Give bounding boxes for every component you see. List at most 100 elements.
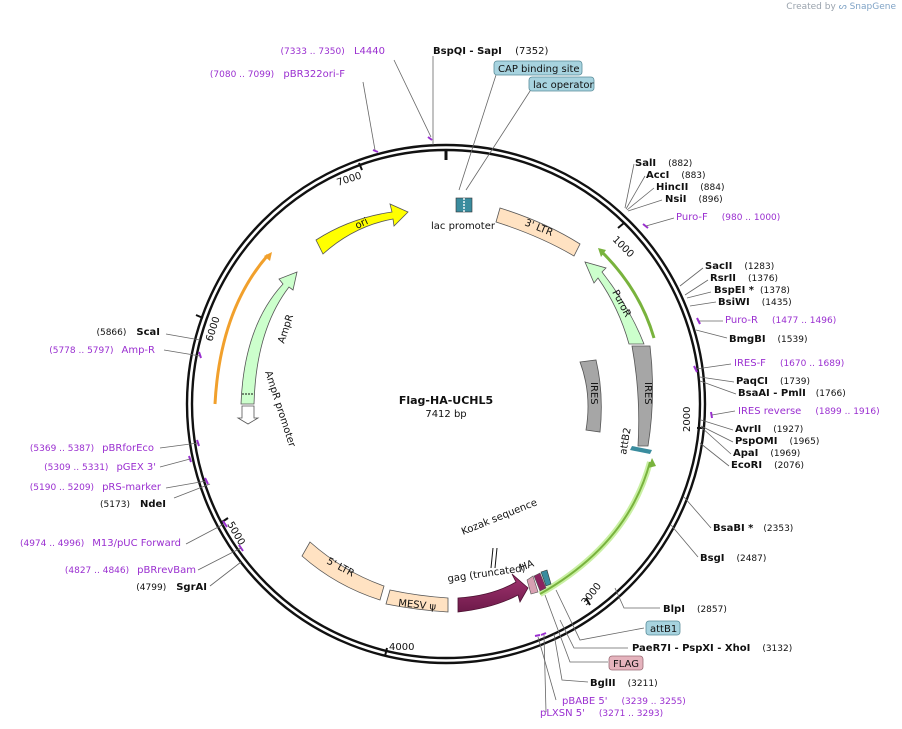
site-paqci: PaqCI(1739) bbox=[736, 376, 810, 387]
leader-cap bbox=[458, 74, 497, 191]
feature-5ltr[interactable] bbox=[301, 541, 385, 601]
primer-pgex3-range: (5309 .. 5331) bbox=[44, 463, 108, 473]
primer-puro-r: Puro-R(1477 .. 1496) bbox=[725, 315, 836, 326]
feature-ampr-promoter[interactable] bbox=[236, 405, 260, 425]
feature-mesv[interactable] bbox=[385, 589, 449, 613]
primer-pgex3-name: pGEX 3' bbox=[116, 462, 156, 473]
tick-label-4000: 4000 bbox=[389, 642, 414, 653]
site-bsiwi: BsiWI(1435) bbox=[718, 297, 792, 308]
site-avrii: AvrII(1927) bbox=[735, 424, 803, 435]
backbone-outer bbox=[185, 143, 707, 665]
feature-ires-inner[interactable] bbox=[579, 359, 602, 433]
flag-box[interactable] bbox=[608, 655, 644, 671]
feature-attb2-label: attB2 bbox=[618, 427, 634, 456]
tick-7000 bbox=[358, 162, 363, 171]
leader-rsrii bbox=[684, 279, 709, 296]
primer-m13-name: M13/pUC Forward bbox=[92, 538, 181, 549]
primer-amp-r-name: Amp-R bbox=[122, 345, 156, 356]
site-paer7i-pos: (3132) bbox=[762, 644, 792, 654]
primer-pbrrevbam: (4827 .. 4846)pBRrevBam bbox=[65, 565, 196, 576]
sites-left-group: (5866)ScaI (5173)NdeI (4799)SgrAI bbox=[96, 327, 207, 593]
site-sali: SalI(882) bbox=[635, 158, 692, 169]
site-bsabi-name: BsaBI * bbox=[713, 523, 754, 534]
primer-pbabe5-range: (3239 .. 3255) bbox=[622, 697, 686, 707]
tick-label-1000: 1000 bbox=[610, 234, 636, 260]
primer-pbabe5: pBABE 5'(3239 .. 3255) bbox=[562, 696, 686, 707]
orf-green-arc-lower bbox=[539, 461, 651, 595]
feature-puror[interactable] bbox=[584, 261, 645, 345]
primer-pbrrevbam-name: pBRrevBam bbox=[137, 565, 196, 576]
tick-1000 bbox=[617, 222, 625, 229]
site-sgrai: (4799)SgrAI bbox=[136, 582, 207, 593]
feature-ires-label: IRES bbox=[642, 382, 653, 405]
site-scai-pos: (5866) bbox=[96, 328, 126, 338]
leader-flag bbox=[544, 594, 608, 663]
feature-ha-small bbox=[533, 572, 547, 592]
primer-prs-marker: (5190 .. 5209)pRS-marker bbox=[30, 482, 162, 493]
leader-pbr322ori bbox=[362, 81, 376, 151]
site-sali-name: SalI bbox=[635, 158, 656, 169]
flag-label: FLAG bbox=[613, 659, 639, 670]
site-top-name: BspQI - SapI bbox=[433, 46, 502, 57]
site-ecori-name: EcoRI bbox=[731, 460, 762, 471]
site-bglii: BglII(3211) bbox=[590, 678, 658, 689]
site-rsrii-name: RsrII bbox=[710, 273, 736, 284]
site-paqci-name: PaqCI bbox=[736, 376, 768, 387]
leader-nsii bbox=[627, 199, 663, 212]
feature-3ltr[interactable] bbox=[495, 207, 581, 257]
site-pspomi-pos: (1965) bbox=[789, 437, 819, 447]
leader-pbabe bbox=[537, 636, 557, 701]
site-nsii-pos: (896) bbox=[698, 195, 722, 205]
feature-ha-label: HA bbox=[518, 559, 535, 574]
site-bsgi-pos: (2487) bbox=[736, 554, 766, 564]
lac-operator-box[interactable] bbox=[528, 76, 595, 92]
site-paer7i: PaeR7I - PspXI - XhoI(3132) bbox=[632, 643, 792, 654]
tick-label-2000: 2000 bbox=[682, 407, 693, 432]
primer-pbr322ori-name: pBR322ori-F bbox=[283, 69, 345, 80]
leader-prs-marker bbox=[165, 480, 207, 489]
primer-puro-f-range: (980 .. 1000) bbox=[722, 213, 781, 223]
kozak-line-1 bbox=[490, 547, 494, 569]
primer-ires-reverse-name: IRES reverse bbox=[738, 406, 801, 417]
primer-mark-puro-r bbox=[696, 317, 701, 325]
primers-left-group: (5778 .. 5797) Amp-R (5369 .. 5387)pBRfor… bbox=[20, 345, 196, 576]
site-ecori: EcoRI(2076) bbox=[731, 460, 804, 471]
feature-ires[interactable] bbox=[631, 345, 653, 447]
leader-blpi bbox=[614, 587, 660, 609]
leader-pgex3 bbox=[159, 458, 191, 468]
site-top-pos: (7352) bbox=[515, 46, 548, 57]
feature-ampr[interactable] bbox=[240, 271, 298, 405]
site-bmgbi-name: BmgBI bbox=[729, 334, 766, 345]
site-ndei: (5173)NdeI bbox=[100, 499, 166, 510]
site-blpi-name: BlpI bbox=[663, 604, 685, 615]
site-pspomi: PspOMI(1965) bbox=[735, 436, 819, 447]
primer-prs-marker-name: pRS-marker bbox=[102, 482, 162, 493]
feature-ha[interactable] bbox=[526, 575, 539, 595]
primer-l4440-range: (7333 .. 7350) bbox=[281, 47, 345, 57]
attb1-label: attB1 bbox=[650, 624, 677, 635]
leader-pbrforeco bbox=[159, 442, 199, 449]
feature-attb2[interactable] bbox=[630, 446, 652, 454]
leader-bmgbi bbox=[695, 329, 728, 339]
primer-amp-r-range: (5778 .. 5797) bbox=[49, 346, 113, 356]
leader-ndei bbox=[173, 483, 211, 499]
leader-paer7i bbox=[559, 619, 628, 649]
feature-gag[interactable] bbox=[457, 573, 529, 613]
feature-ori[interactable] bbox=[315, 203, 409, 255]
leader-ires-reverse bbox=[711, 410, 736, 416]
attb1-box[interactable] bbox=[645, 620, 681, 636]
primer-pbrforeco: (5369 .. 5387)pBRforEco bbox=[30, 443, 154, 454]
site-bglii-name: BglII bbox=[590, 678, 616, 689]
site-apai-pos: (1969) bbox=[770, 449, 800, 459]
leader-paqci bbox=[699, 376, 735, 383]
feature-ori-label: ori bbox=[354, 216, 370, 231]
leader-bglii bbox=[553, 633, 589, 683]
orf-orange-arrowhead bbox=[264, 252, 272, 261]
site-blpi-pos: (2857) bbox=[697, 605, 727, 615]
site-top: BspQI - SapI (7352) bbox=[433, 46, 548, 57]
cap-binding-box[interactable] bbox=[493, 60, 583, 76]
leader-m13 bbox=[185, 523, 225, 545]
leader-bsabi bbox=[683, 496, 712, 529]
primer-pbrforeco-name: pBRforEco bbox=[102, 443, 154, 454]
leader-apai bbox=[700, 426, 732, 455]
